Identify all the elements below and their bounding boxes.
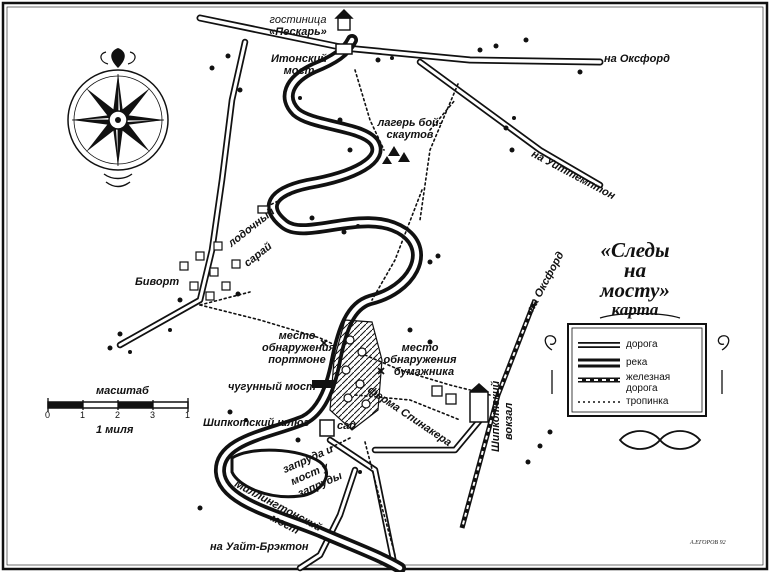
- scale-tick-3: 3: [150, 410, 156, 420]
- map-title-line-2: на: [623, 258, 647, 282]
- map-title-line-1: «Следы: [600, 238, 670, 262]
- scale-tick-4: 1: [185, 410, 191, 420]
- road-south: [326, 416, 484, 572]
- legend-rail-1: железная: [626, 372, 671, 383]
- scale-tick-0: 0: [45, 410, 51, 420]
- scale-bar: [47, 398, 189, 412]
- label-to-oxford-road: на Оксфорд: [604, 53, 670, 65]
- scale-unit: 1 миля: [96, 424, 134, 436]
- find-markers: [320, 339, 385, 375]
- label-eton-bridge-1: Итонский: [270, 53, 328, 65]
- footpaths: [199, 69, 491, 556]
- label-garden: сад: [337, 420, 357, 432]
- scout-camp: [382, 146, 410, 164]
- bivort-houses: [179, 241, 241, 301]
- label-station-1: Шипкотский: [490, 380, 502, 452]
- scattered-trees: [107, 37, 583, 511]
- label-purse-place-1: место: [401, 342, 439, 354]
- lock-mark: [319, 419, 335, 437]
- legend-box: [544, 323, 730, 450]
- garden-trees: [341, 335, 371, 409]
- label-iron-bridge: чугунный мост: [228, 381, 316, 393]
- label-wallet-place-3: портмоне: [268, 354, 326, 366]
- legend-rail-2: дорога: [626, 383, 658, 394]
- label-scout-camp-1: лагерь бой-: [377, 117, 443, 129]
- artist-signature: А.ЕГОРОВ 92: [690, 540, 726, 546]
- scale-tick-2: 2: [115, 410, 121, 420]
- label-inn-name: «Пескарь»: [269, 26, 327, 38]
- compass-rose: [67, 48, 169, 188]
- road-west: [116, 38, 249, 349]
- legend-river: река: [626, 357, 648, 368]
- river-millington-loop: [230, 448, 328, 499]
- legend-road: дорога: [626, 339, 658, 350]
- farm-buildings: [431, 385, 457, 405]
- iron-bridge-mark: [312, 380, 334, 388]
- label-to-white: на Уайт-Брэктон: [210, 541, 309, 553]
- label-purse-place-3: бумажника: [393, 366, 455, 378]
- inn-building: [334, 9, 354, 31]
- station-building: [469, 382, 489, 423]
- legend-path: тропинка: [626, 396, 669, 407]
- label-station-2: вокзал: [503, 402, 515, 440]
- label-inn: гостиница: [269, 14, 327, 26]
- scale-tick-1: 1: [80, 410, 86, 420]
- label-purse-place-2: обнаружения: [383, 354, 457, 366]
- label-lock: Шипкотский шлюз: [203, 417, 310, 429]
- label-wallet-place-2: обнаружения: [262, 342, 336, 354]
- eton-bridge-mark: [335, 43, 353, 55]
- boathouse-mark: [257, 205, 269, 214]
- scale-title: масштаб: [96, 385, 149, 397]
- label-wallet-place-1: место: [278, 330, 316, 342]
- label-eton-bridge-2: мост: [283, 65, 315, 77]
- label-scout-camp-2: скаутов: [386, 129, 434, 141]
- map-title-line-3: мосту»: [600, 278, 670, 302]
- label-bivort: Биворт: [135, 276, 180, 288]
- railway: [459, 299, 538, 529]
- map-title-line-4: карта: [611, 300, 659, 319]
- road-to-wittempton: [416, 58, 604, 189]
- title-flourish: [599, 312, 681, 319]
- road-main-north: [196, 14, 604, 66]
- river: [214, 34, 423, 572]
